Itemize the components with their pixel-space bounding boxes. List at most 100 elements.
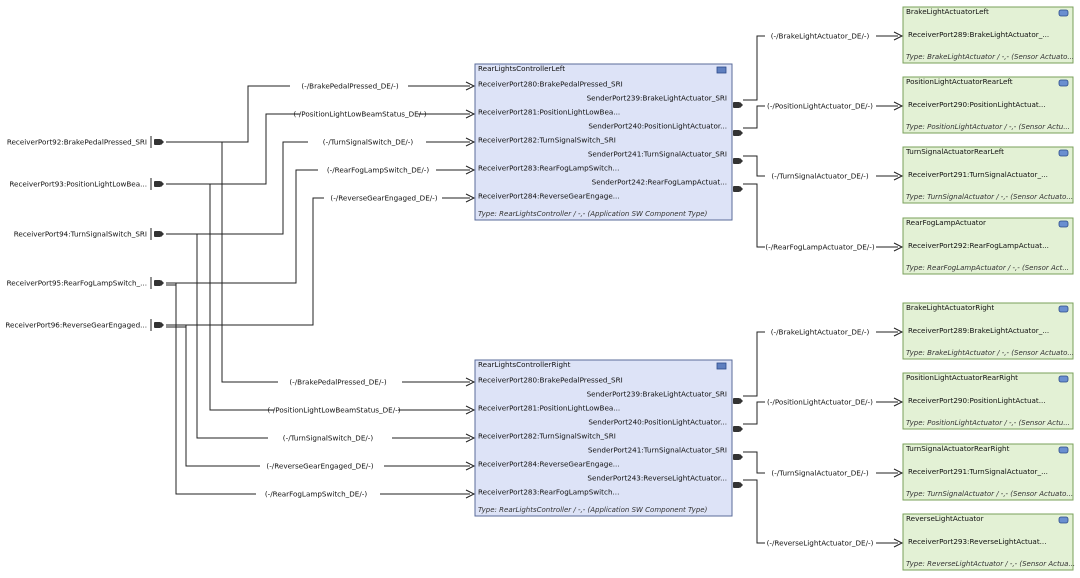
external-port-icon[interactable] (154, 181, 161, 187)
sender-port-icon[interactable] (733, 482, 740, 488)
actuator-receiver-port-label: ReceiverPort289:BrakeLightActuator_... (908, 30, 1049, 39)
sender-port-icon[interactable] (733, 130, 740, 136)
actuator-connector-label: (-/TurnSignalActuator_DE/-) (771, 469, 869, 478)
actuator-type: Type: TurnSignalActuator / -,- (Sensor A… (906, 193, 1073, 201)
actuator-component[interactable]: ReverseLightActuatorReceiverPort293:Reve… (902, 513, 1075, 571)
actuator-type: Type: ReverseLightActuator / -,- (Sensor… (906, 560, 1075, 568)
actuator-connector-label: (-/BrakeLightActuator_DE/-) (771, 328, 870, 337)
actuator-component[interactable]: BrakeLightActuatorRightReceiverPort289:B… (902, 302, 1074, 360)
actuator-title: PositionLightActuatorRearRight (906, 373, 1018, 382)
connector-arrow (465, 109, 476, 119)
connector-label: (-/TurnSignalSwitch_DE/-) (283, 434, 374, 443)
controller-type: Type: RearLightsController / -,- (Applic… (478, 506, 708, 514)
external-port-icon[interactable] (154, 139, 161, 145)
connector-wire (743, 105, 765, 129)
connector-wire (743, 35, 765, 101)
connector-wire (166, 197, 324, 326)
actuator-component[interactable]: PositionLightActuatorRearRightReceiverPo… (902, 372, 1074, 430)
external-port-icon-tip (161, 231, 164, 237)
actuator-receiver-port-label: ReceiverPort292:RearFogLampActuat... (908, 241, 1049, 250)
actuator-title: BrakeLightActuatorRight (906, 303, 994, 312)
sender-port-label: SenderPort239:BrakeLightActuator_SRI (587, 94, 727, 103)
sender-port-label: SenderPort242:RearFogLampActuat... (592, 178, 727, 187)
actuator-component[interactable]: RearFogLampActuatorReceiverPort292:RearF… (902, 217, 1074, 275)
connector-label: (-/PositionLightLowBeamStatus_DE/-) (293, 110, 426, 119)
connector-wire (743, 183, 765, 248)
connector-arrow (465, 433, 476, 443)
connector-arrow (893, 242, 904, 252)
external-port-icon-tip (161, 280, 164, 286)
actuator-box (902, 146, 1074, 204)
actuator-title: ReverseLightActuator (906, 514, 984, 523)
external-port-label: ReceiverPort92:BrakePedalPressed_SRI (7, 138, 147, 147)
connector-wire (166, 183, 274, 411)
sender-port-icon-tip (740, 454, 743, 460)
sender-port-icon[interactable] (733, 454, 740, 460)
receiver-port-label: ReceiverPort282:TurnSignalSwitch_SRI (478, 432, 616, 441)
actuator-box (902, 302, 1074, 360)
external-port[interactable]: ReceiverPort94:TurnSignalSwitch_SRI (14, 228, 152, 240)
actuator-component[interactable]: PositionLightActuatorRearLeftReceiverPor… (902, 76, 1074, 134)
sender-port-icon[interactable] (733, 158, 740, 164)
sender-port-icon[interactable] (733, 102, 740, 108)
external-port[interactable]: ReceiverPort95:RearFogLampSwitch_... (7, 277, 152, 289)
receiver-port-label: ReceiverPort281:PositionLightLowBea... (478, 404, 620, 413)
controller-component[interactable]: RearLightsControllerLeftReceiverPort280:… (474, 63, 733, 221)
external-port[interactable]: ReceiverPort92:BrakePedalPressed_SRI (7, 136, 152, 148)
connector-arrow (465, 405, 476, 415)
actuator-connector-label: (-/BrakeLightActuator_DE/-) (771, 32, 870, 41)
actuator-title: PositionLightActuatorRearLeft (906, 77, 1013, 86)
receiver-port-label: ReceiverPort280:BrakePedalPressed_SRI (478, 376, 623, 385)
sender-port-icon-tip (740, 186, 743, 192)
sensor-actuator-icon (1058, 9, 1069, 17)
actuator-connector-label: (-/PositionLightActuator_DE/-) (767, 102, 873, 111)
external-port-icon[interactable] (154, 280, 161, 286)
sender-port-icon[interactable] (733, 426, 740, 432)
actuator-connector-label: (-/RearFogLampActuator_DE/-) (765, 243, 874, 252)
actuator-type: Type: BrakeLightActuator / -,- (Sensor A… (906, 53, 1074, 61)
sender-port-icon-tip (740, 482, 743, 488)
sender-port-icon[interactable] (733, 398, 740, 404)
external-port-icon-tip (161, 181, 164, 187)
actuator-type: Type: BrakeLightActuator / -,- (Sensor A… (906, 349, 1074, 357)
connector-arrow (465, 489, 476, 499)
connector-wire (166, 113, 300, 185)
controller-type: Type: RearLightsController / -,- (Applic… (478, 210, 708, 218)
connector-label: (-/BrakePedalPressed_DE/-) (301, 82, 398, 91)
actuator-receiver-port-label: ReceiverPort291:TurnSignalActuator_... (908, 467, 1048, 476)
sensor-actuator-icon (1058, 305, 1069, 313)
sender-port-icon-tip (740, 158, 743, 164)
external-port[interactable]: ReceiverPort93:PositionLightLowBea... (9, 178, 152, 190)
connector-wire (743, 401, 765, 425)
sensor-actuator-icon (1058, 516, 1069, 524)
sender-port-icon-tip (740, 426, 743, 432)
connector-arrow (893, 31, 904, 41)
external-port-icon[interactable] (154, 231, 161, 237)
actuator-receiver-port-label: ReceiverPort290:PositionLightActuat... (908, 100, 1046, 109)
component-icon (716, 66, 727, 74)
actuator-component[interactable]: TurnSignalActuatorRearLeftReceiverPort29… (902, 146, 1074, 204)
external-port-icon[interactable] (154, 322, 161, 328)
actuator-component[interactable]: TurnSignalActuatorRearRightReceiverPort2… (902, 443, 1074, 501)
sender-port-icon[interactable] (733, 186, 740, 192)
controller-component[interactable]: RearLightsControllerRightReceiverPort280… (474, 359, 733, 517)
actuator-component[interactable]: BrakeLightActuatorLeftReceiverPort289:Br… (902, 6, 1074, 64)
sensor-actuator-icon (1058, 446, 1069, 454)
receiver-port-label: ReceiverPort283:RearFogLampSwitch... (478, 164, 619, 173)
receiver-port-label: ReceiverPort281:PositionLightLowBea... (478, 108, 620, 117)
external-port-label: ReceiverPort93:PositionLightLowBea... (9, 180, 147, 189)
sender-port-icon-tip (740, 130, 743, 136)
sensor-actuator-icon (1058, 220, 1069, 228)
external-port[interactable]: ReceiverPort96:ReverseGearEngaged... (5, 319, 152, 331)
actuator-box (902, 372, 1074, 430)
connector-arrow (893, 101, 904, 111)
connector-wire (166, 324, 260, 467)
actuator-box (902, 513, 1074, 571)
sender-port-label: SenderPort241:TurnSignalActuator_SRI (588, 446, 727, 455)
connector-arrow (893, 538, 904, 548)
connector-arrow (465, 137, 476, 147)
actuator-box (902, 443, 1074, 501)
connector-arrow (465, 81, 476, 91)
connector-wire (166, 141, 278, 383)
